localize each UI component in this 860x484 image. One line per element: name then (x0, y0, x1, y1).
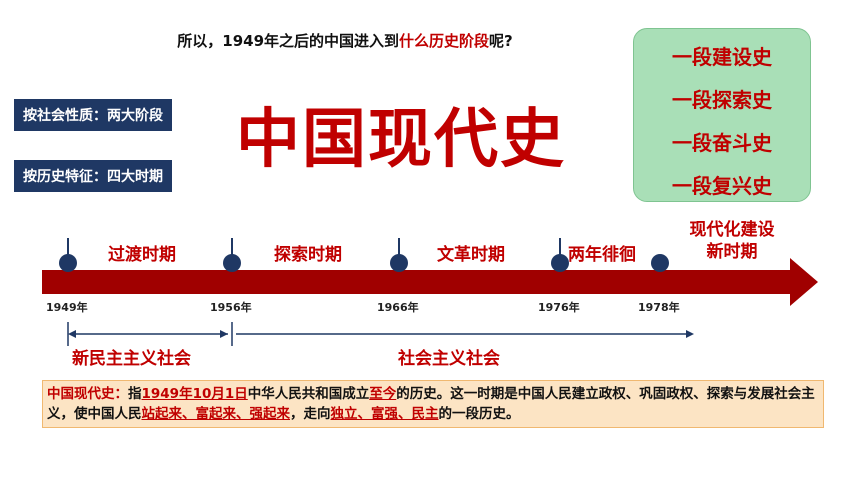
summary-to-now: 至今 (369, 386, 397, 402)
timeline-arrow (42, 258, 818, 306)
range-arrowhead-mid (220, 330, 228, 338)
summary-green-box: 一段建设史 一段探索史 一段奋斗史 一段复兴史 (633, 28, 811, 202)
period-exploration: 探索时期 (274, 245, 342, 265)
period-modernization-line2: 新时期 (706, 242, 758, 262)
green-item-struggle: 一段奋斗史 (672, 131, 772, 155)
range-arrowhead-left (68, 330, 76, 338)
summary-text-2: 中华人民共和国成立 (247, 386, 370, 402)
question-prefix: 所以，1949年之后的中国进入到 (177, 32, 400, 50)
summary-stood-up: 站起来、富起来、强起来 (141, 406, 291, 422)
summary-text-3: 的历史。这一时期是中国人民建立政权、巩固政权、探索与发展社会主义，使中国人民 (47, 386, 815, 422)
year-1978: 1978年 (638, 301, 680, 314)
summary-date: 1949年10月1日 (141, 386, 248, 402)
period-modernization: 现代化建设 新时期 (662, 219, 802, 263)
question-highlight: 什么历史阶段 (399, 32, 490, 50)
period-cultural-revolution: 文革时期 (437, 245, 505, 265)
dot-1978 (651, 254, 669, 272)
dot-1956 (223, 254, 241, 272)
main-title: 中国现代史 (236, 103, 566, 177)
tag-by-social-nature: 按社会性质：两大阶段 (14, 99, 172, 131)
summary-text-4: ，走向 (290, 406, 331, 422)
year-1956: 1956年 (210, 301, 252, 314)
year-1966: 1966年 (377, 301, 419, 314)
question-text: 所以，1949年之后的中国进入到什么历史阶段呢? (0, 30, 690, 51)
summary-box: 中国现代史：指1949年10月1日中华人民共和国成立至今的历史。这一时期是中国人… (42, 380, 824, 428)
dot-1976 (551, 254, 569, 272)
summary-text-5: 的一段历史。 (438, 406, 520, 422)
society-new-democratic: 新民主主义社会 (72, 349, 191, 369)
tag-by-historical-feature: 按历史特征：四大时期 (14, 160, 172, 192)
period-two-years-hesitation: 两年徘徊 (568, 245, 636, 265)
year-1976: 1976年 (538, 301, 580, 314)
green-item-rejuvenation: 一段复兴史 (672, 174, 772, 198)
question-suffix: 呢? (489, 32, 513, 50)
dot-1966 (390, 254, 408, 272)
summary-text-1: 指 (128, 386, 142, 402)
society-socialist: 社会主义社会 (398, 349, 500, 369)
year-1949: 1949年 (46, 301, 88, 314)
dot-1949 (59, 254, 77, 272)
summary-label: 中国现代史： (47, 386, 128, 402)
green-item-construction: 一段建设史 (672, 45, 772, 69)
period-transition: 过渡时期 (108, 245, 176, 265)
period-modernization-line1: 现代化建设 (689, 220, 775, 240)
summary-goals: 独立、富强、民主 (330, 406, 439, 422)
range-arrowhead-right (686, 330, 694, 338)
green-item-exploration: 一段探索史 (672, 88, 772, 112)
